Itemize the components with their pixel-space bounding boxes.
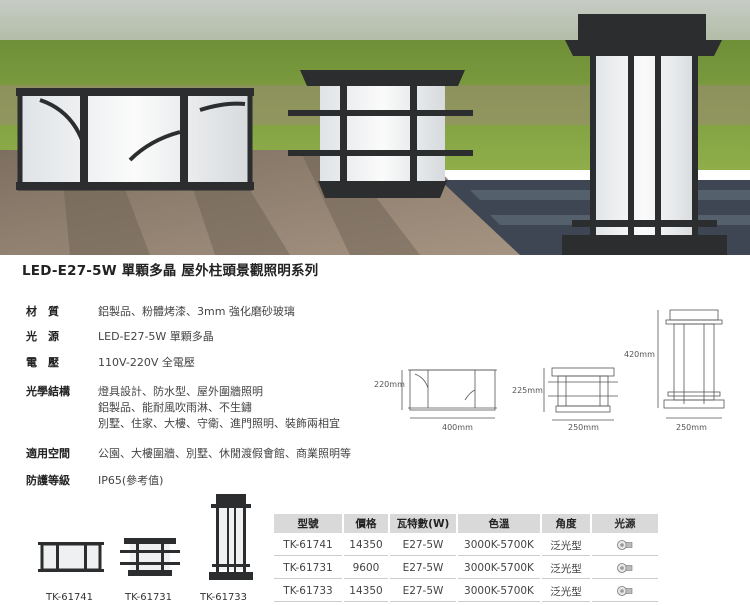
dim-height-61741: 220mm [374,380,405,389]
dim-height-61731: 225mm [512,386,543,395]
cell-angle: 泛光型 [542,558,590,579]
spec-label: 防護等級 [26,474,70,487]
dimension-drawings: 220mm 400mm 225mm 250mm 420mm 250mm [374,309,725,432]
cell-wattage: E27-5W [390,535,456,556]
thumb-61733 [209,494,253,580]
spec-value: 110V-220V 全電壓 [98,356,195,369]
cell-model: TK-61733 [274,581,342,602]
dim-width-61733: 250mm [676,423,707,432]
col-header: 色溫 [458,514,540,533]
spec-value: 燈具設計、防水型、屋外圍牆照明 [98,385,263,398]
col-header: 型號 [274,514,342,533]
cell-light-source [592,535,658,556]
spec-value: 公園、大樓圍牆、別墅、休閒渡假會館、商業照明等 [98,447,351,460]
cell-color-temp: 3000K-5700K [458,535,540,556]
cell-color-temp: 3000K-5700K [458,558,540,579]
spec-value: 別墅、住家、大樓、守衛、進門照明、裝飾兩相宜 [98,417,340,430]
bulb-icon [617,540,633,550]
spec-label: 材 質 [26,305,59,318]
bulb-icon [617,563,633,573]
dim-height-61733: 420mm [624,350,655,359]
cell-price: 9600 [344,558,388,579]
product-spec-table: 型號 價格 瓦特數(W) 色溫 角度 光源 TK-61741 14350 E27… [272,512,660,604]
product-title: LED-E27-5W 單顆多晶 屋外柱頭景觀照明系列 [22,263,319,279]
spec-label: 光 源 [26,330,59,343]
thumb-61741 [38,542,104,572]
cell-angle: 泛光型 [542,535,590,556]
thumb-61731 [120,538,180,576]
thumb-caption: TK-61733 [200,592,248,603]
cell-light-source [592,558,658,579]
cell-price: 14350 [344,581,388,602]
table-header-row: 型號 價格 瓦特數(W) 色溫 角度 光源 [274,514,658,533]
spec-value: 鋁製品、能耐風吹雨淋、不生鏽 [98,401,252,414]
spec-label: 光學結構 [26,385,70,398]
bulb-icon [617,586,633,596]
spec-value: LED-E27-5W 單顆多晶 [98,330,214,343]
cell-price: 14350 [344,535,388,556]
cell-model: TK-61741 [274,535,342,556]
table-row: TK-61741 14350 E27-5W 3000K-5700K 泛光型 [274,535,658,556]
product-thumbnails [38,494,253,580]
cell-model: TK-61731 [274,558,342,579]
cell-angle: 泛光型 [542,581,590,602]
cell-light-source [592,581,658,602]
drawing-61731 [543,367,618,421]
dim-width-61741: 400mm [442,423,473,432]
cell-color-temp: 3000K-5700K [458,581,540,602]
spec-value: 鋁製品、粉體烤漆、3mm 強化磨砂玻璃 [98,305,295,318]
col-header: 角度 [542,514,590,533]
spec-value: IP65(參考值) [98,474,164,487]
table-row: TK-61733 14350 E27-5W 3000K-5700K 泛光型 [274,581,658,602]
thumb-caption: TK-61731 [125,592,173,603]
drawing-61733 [657,309,725,419]
col-header: 價格 [344,514,388,533]
table-row: TK-61731 9600 E27-5W 3000K-5700K 泛光型 [274,558,658,579]
hero-photo [0,0,750,255]
cell-wattage: E27-5W [390,558,456,579]
dim-width-61731: 250mm [568,423,599,432]
drawing-61741 [401,369,497,419]
spec-label: 電 壓 [26,356,59,369]
col-header: 光源 [592,514,658,533]
cell-wattage: E27-5W [390,581,456,602]
col-header: 瓦特數(W) [390,514,456,533]
spec-label: 適用空間 [26,447,70,460]
thumb-caption: TK-61741 [46,592,94,603]
